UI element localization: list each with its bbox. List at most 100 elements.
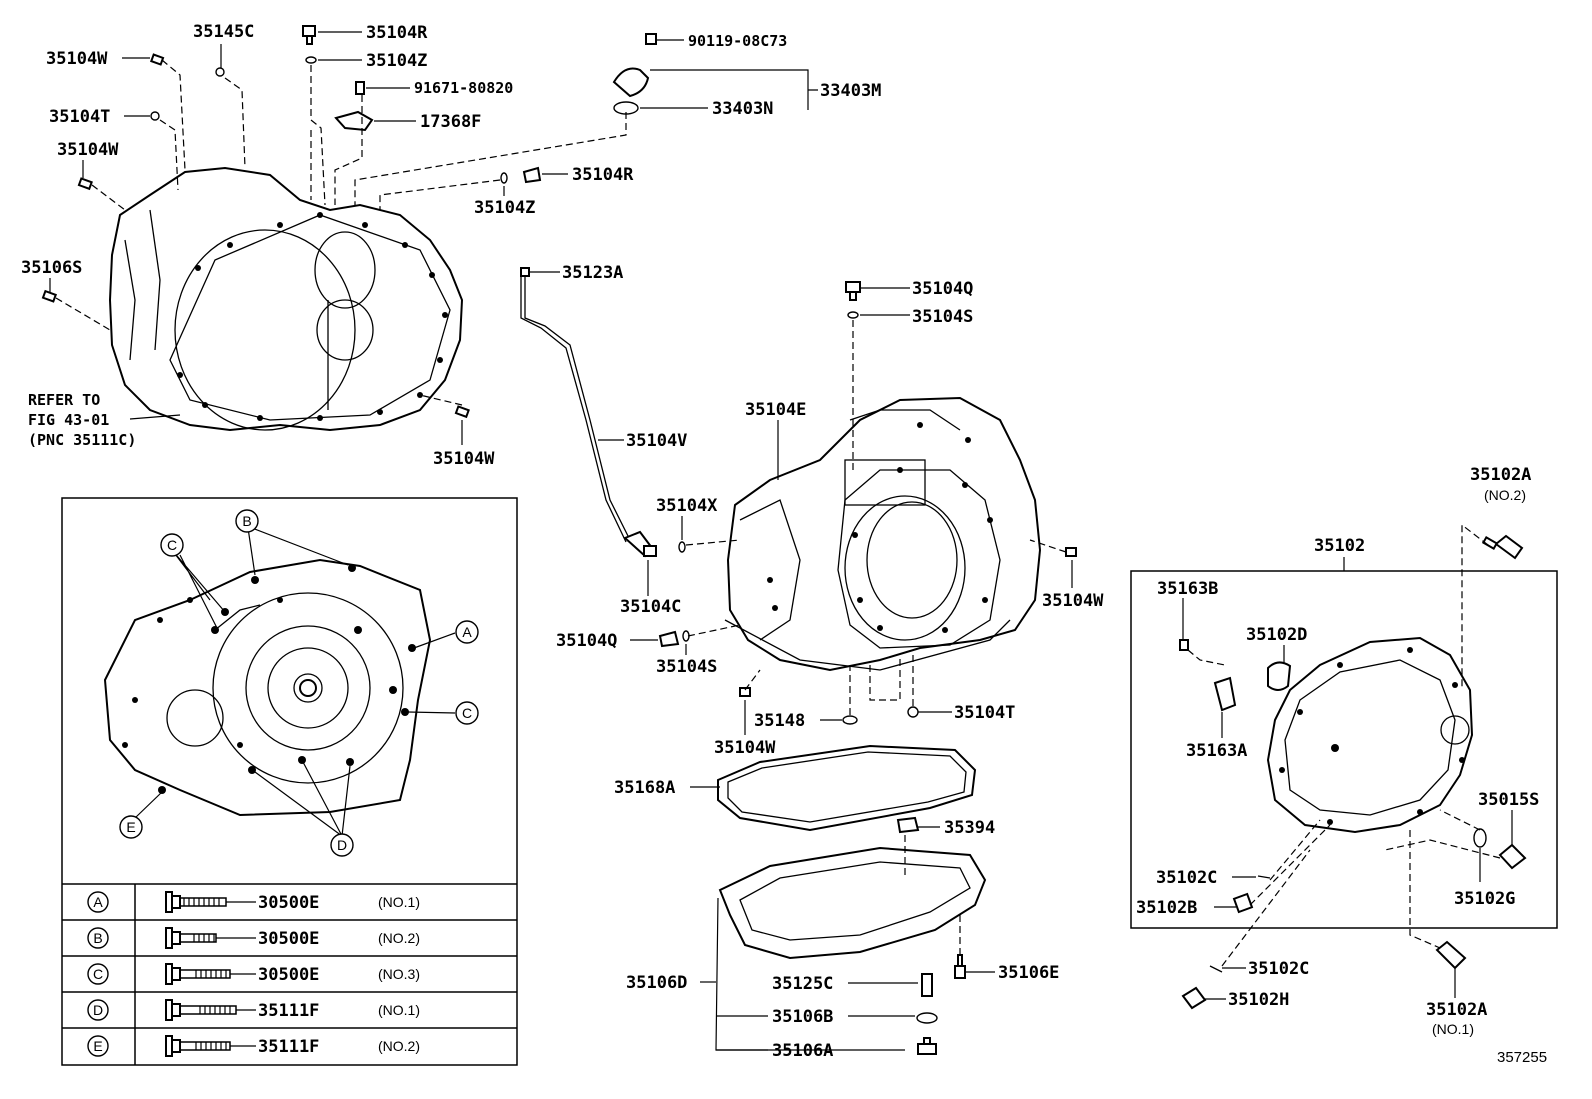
svg-text:C: C	[462, 705, 472, 721]
bolt-icon	[165, 891, 227, 913]
oil-pan-gasket	[717, 744, 977, 832]
part-label: 35104R	[572, 165, 634, 185]
part-label: 90119-08C73	[688, 32, 787, 50]
part-label: 35102B	[1136, 898, 1197, 918]
bolt-part-number: 30500E	[258, 965, 319, 985]
bolt-no-note: (NO.2)	[1484, 487, 1526, 503]
bolt-part-number: 35111F	[258, 1037, 319, 1057]
refer-note-line2: FIG 43-01	[28, 411, 109, 429]
bolt-no: (NO.1)	[378, 1002, 420, 1018]
part-label: 35102G	[1454, 889, 1515, 909]
part-label: 35104W	[433, 449, 495, 469]
bolt-no: (NO.2)	[378, 930, 420, 946]
callout-a: A	[455, 620, 479, 644]
bolt-row-c: C 30500E (NO.3)	[87, 963, 420, 985]
drain-parts	[916, 954, 966, 1055]
callout-b: B	[235, 509, 259, 533]
part-label: 35163A	[1186, 741, 1247, 761]
svg-text:E: E	[93, 1038, 102, 1054]
callout-e: E	[119, 815, 143, 839]
inset-callouts: C B A C D E	[119, 509, 479, 857]
bolt-no-note: (NO.1)	[1432, 1021, 1474, 1037]
bolt-row-d: D 35111F (NO.1)	[87, 999, 420, 1021]
part-label: 35104Q	[556, 631, 617, 651]
part-label: 35104T	[954, 703, 1015, 723]
part-label: 35104S	[656, 657, 717, 677]
part-label: 35104R	[366, 23, 428, 43]
part-label: 35104W	[57, 140, 119, 160]
inset-callout-lines	[134, 527, 456, 837]
svg-text:E: E	[126, 819, 135, 835]
svg-text:B: B	[93, 930, 102, 946]
bolt-no: (NO.2)	[378, 1038, 420, 1054]
svg-text:B: B	[242, 513, 251, 529]
callout-c-top: C	[160, 533, 184, 557]
figure-id: 357255	[1497, 1049, 1547, 1066]
bolt-part-number: 30500E	[258, 929, 319, 949]
extension-housing	[1266, 636, 1474, 834]
bolt-icon	[165, 1035, 231, 1057]
part-label: 35104E	[745, 400, 806, 420]
bolt-part-number: 35111F	[258, 1001, 319, 1021]
refer-note-line1: REFER TO	[28, 391, 100, 409]
part-label: 91671-80820	[414, 79, 513, 97]
svg-text:D: D	[337, 837, 347, 853]
part-label: 35104X	[656, 496, 718, 516]
pan-dash-lines	[904, 835, 961, 955]
svg-text:C: C	[93, 966, 103, 982]
top-left-small-parts	[41, 25, 657, 419]
transaxle-case	[724, 396, 1042, 672]
center-leaders	[530, 271, 1073, 735]
part-label: 35106B	[772, 1007, 833, 1027]
center-dash-lines	[685, 320, 1067, 715]
part-label: 35106D	[626, 973, 687, 993]
part-label: 35163B	[1157, 579, 1218, 599]
bolt-no: (NO.1)	[378, 894, 420, 910]
bolt-icon	[165, 927, 217, 949]
part-label: 35104W	[1042, 591, 1104, 611]
part-label: 35102D	[1246, 625, 1307, 645]
bolt-no: (NO.3)	[378, 966, 420, 982]
right-dash-lines	[1187, 523, 1501, 967]
part-label: 35394	[944, 818, 995, 838]
inset-assembly	[103, 558, 432, 817]
callout-c-letter: C	[167, 537, 177, 553]
part-label: 35102A	[1470, 465, 1531, 485]
right-leaders	[1182, 598, 1513, 1000]
part-label: 35148	[754, 711, 805, 731]
part-label: 35145C	[193, 22, 254, 42]
pan-leaders	[690, 786, 995, 1051]
bolt-part-number: 30500E	[258, 893, 319, 913]
top-left-dash-lines	[55, 59, 627, 406]
bolt-icon	[165, 999, 237, 1021]
part-label: 17368F	[420, 112, 481, 132]
part-label: 35102C	[1156, 868, 1217, 888]
oil-pan	[718, 846, 987, 960]
part-label: 35102	[1314, 536, 1365, 556]
bolt-row-b: B 30500E (NO.2)	[87, 927, 420, 949]
bolt-table: A 30500E (NO.1) B 30500E (NO.2) C	[87, 891, 420, 1057]
part-label: 35104C	[620, 597, 681, 617]
part-label: 35104W	[714, 738, 776, 758]
bolt-icon	[165, 963, 231, 985]
part-label: 35168A	[614, 778, 675, 798]
part-label: 35106S	[21, 258, 82, 278]
svg-text:D: D	[93, 1002, 103, 1018]
part-label: 33403N	[712, 99, 773, 119]
right-small-parts	[1179, 534, 1527, 1010]
part-label: 35104Z	[474, 198, 535, 218]
svg-text:A: A	[93, 894, 103, 910]
part-label: 35106A	[772, 1041, 833, 1061]
part-label: 35102C	[1248, 959, 1309, 979]
callout-c-right: C	[455, 701, 479, 725]
bolt-row-e: E 35111F (NO.2)	[87, 1035, 420, 1057]
part-label: 35106E	[998, 963, 1059, 983]
bolt-row-a: A 30500E (NO.1)	[87, 891, 420, 913]
refer-note-line3: (PNC 35111C)	[28, 431, 136, 449]
part-label: 35102A	[1426, 1000, 1487, 1020]
part-labels: 35104W 35145C 35104R 35104Z 91671-80820 …	[21, 22, 1547, 1066]
part-label: 35104Q	[912, 279, 973, 299]
part-label: 35104W	[46, 49, 108, 69]
right-box-frame	[1130, 557, 1558, 929]
